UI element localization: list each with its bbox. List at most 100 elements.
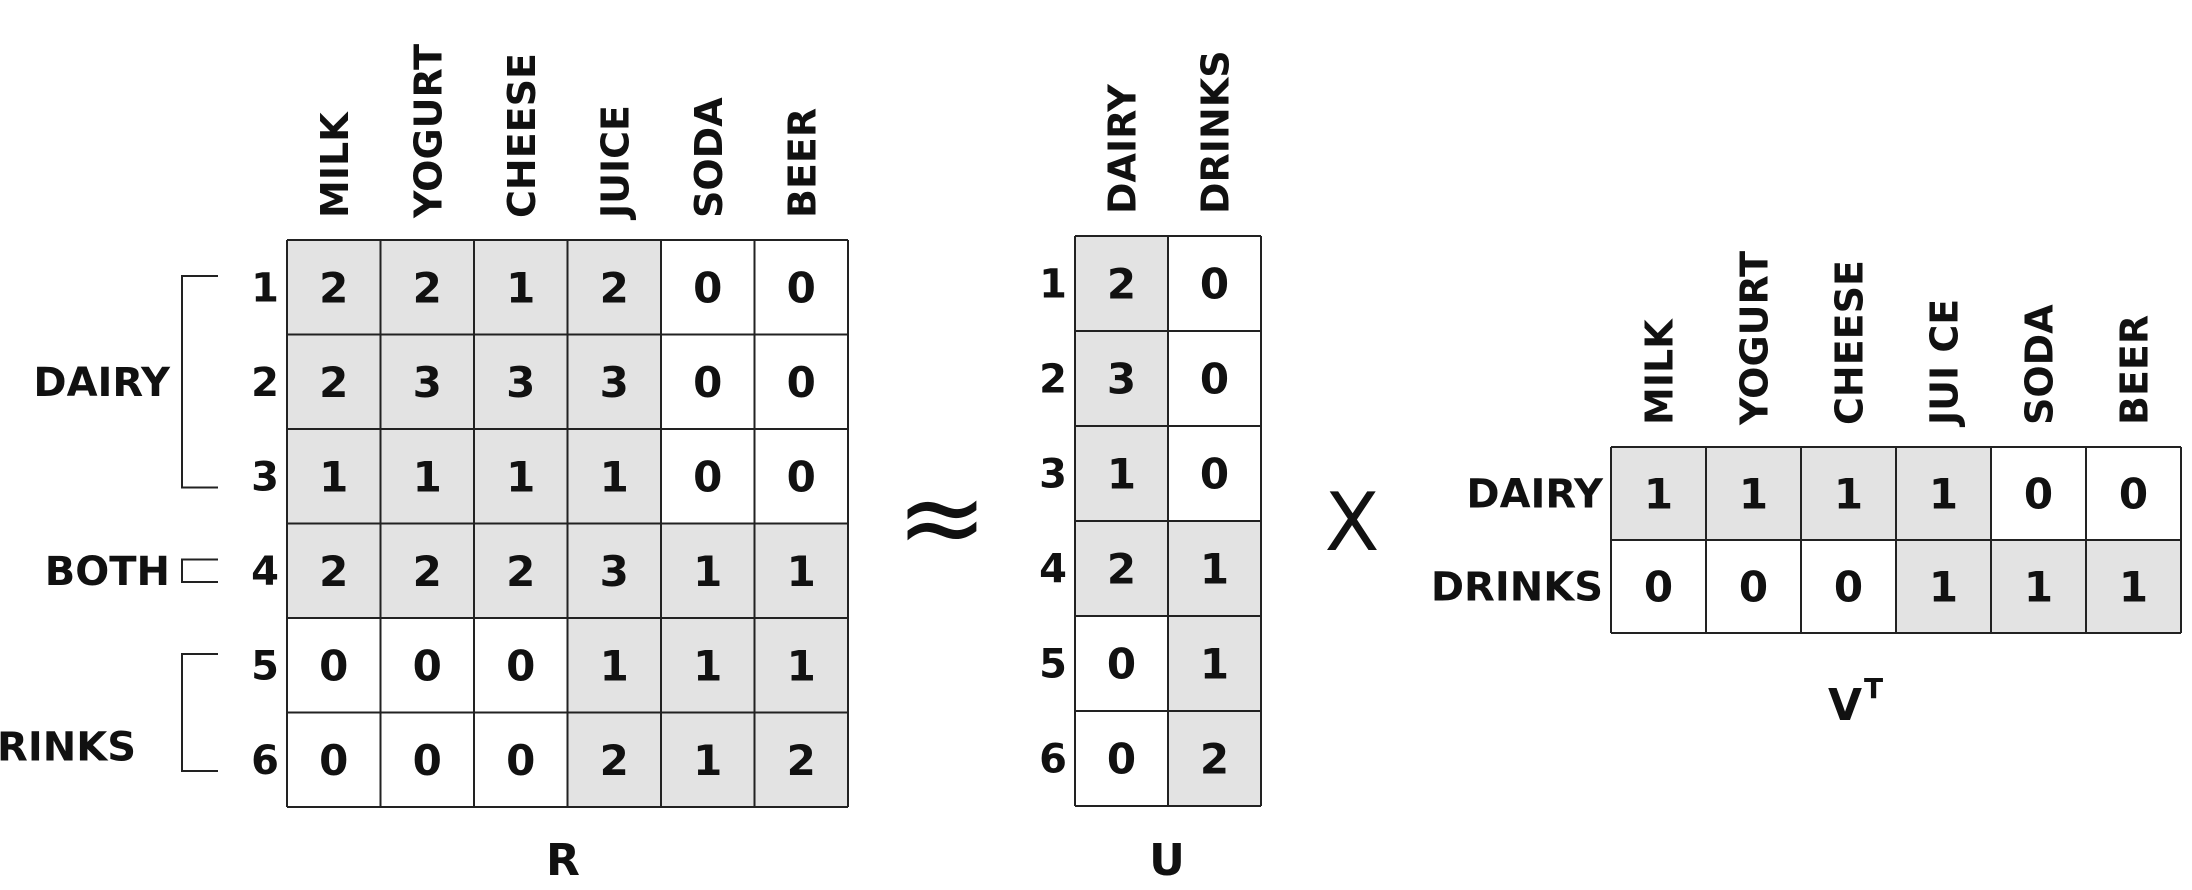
matrix_vt-column-header: MILK	[1638, 318, 1682, 425]
matrix_r-cell-bg	[754, 523, 848, 618]
matrix_r-cell-value: 2	[600, 263, 629, 312]
matrix_r-cell-value: 0	[319, 641, 348, 690]
matrix_r-cell-value: 0	[506, 736, 535, 785]
matrix_r-cell-value: 0	[693, 358, 722, 407]
matrix_vt-cell-bg	[1991, 447, 2086, 540]
matrix_r-column-header: SODA	[687, 97, 731, 218]
matrix_r-cell-value: 2	[319, 358, 348, 407]
matrix_r-cell-bg	[754, 712, 848, 807]
matrix_r-cell-value: 2	[600, 736, 629, 785]
matrix_vt-cell-bg	[1896, 447, 1991, 540]
matrix_u-cell-bg	[1168, 616, 1261, 711]
matrix_r-cell-bg	[380, 618, 474, 713]
group-label: DAIRY	[33, 360, 171, 406]
matrix_r-cell-value: 1	[413, 452, 442, 501]
matrix_vt-cell-bg	[1896, 540, 1991, 633]
matrix_r-cell-bg	[754, 240, 848, 335]
matrix-u-name: U	[1149, 835, 1185, 886]
matrix_r-cell-bg	[661, 712, 755, 807]
matrix_u-column-header: DRINKS	[1194, 50, 1238, 214]
matrix_r-cell-bg	[474, 618, 568, 713]
matrix_vt-cell-value: 1	[1644, 470, 1673, 519]
matrix_r-cell-value: 1	[787, 641, 816, 690]
matrix_r-row-label: 1	[251, 265, 279, 311]
matrix_r-cell-value: 0	[787, 452, 816, 501]
matrix_vt-row-label: DAIRY	[1466, 472, 1604, 518]
matrix_vt-cell-value: 0	[1834, 563, 1863, 612]
matrix_vt-column-header: SODA	[2018, 304, 2062, 425]
matrix_r-cell-bg	[567, 523, 661, 618]
matrix_u-cell-bg	[1168, 711, 1261, 806]
matrix_r-cell-value: 0	[413, 736, 442, 785]
matrix_u-row-label: 2	[1039, 357, 1067, 403]
matrix_r-cell-value: 1	[693, 547, 722, 596]
matrix_r-cell-bg	[661, 523, 755, 618]
matrix_r-column-header: JUICE	[593, 105, 637, 221]
matrix_vt-column-header: YOGURT	[1733, 251, 1777, 426]
matrix_r-row-label: 5	[251, 643, 279, 689]
matrix_vt-column-header: BEER	[2113, 315, 2157, 425]
matrix_u-cell-value: 1	[1200, 640, 1229, 689]
matrix_r-row-label: 4	[251, 549, 279, 595]
matrix_u-cell-value: 0	[1107, 640, 1136, 689]
matrix_r-row-label: 3	[251, 454, 279, 500]
matrix_r-cell-bg	[287, 334, 381, 429]
matrix_u-cell-value: 2	[1200, 735, 1229, 784]
matrix_vt-column-header: CHEESE	[1828, 260, 1872, 425]
matrix_vt-cell-value: 1	[2119, 563, 2148, 612]
matrix_r-cell-value: 0	[693, 263, 722, 312]
matrix-vt-name: V	[1828, 680, 1862, 731]
matrix_vt-cell-value: 0	[1739, 563, 1768, 612]
matrix_r-cell-value: 2	[319, 263, 348, 312]
matrix_r-cell-value: 1	[693, 641, 722, 690]
matrix_vt-cell-bg	[1991, 540, 2086, 633]
matrix_r-cell-bg	[661, 334, 755, 429]
matrix_r-cell-bg	[661, 240, 755, 335]
matrix_r-cell-value: 0	[319, 736, 348, 785]
group-bracket	[181, 558, 218, 583]
matrix_r-cell-value: 0	[693, 452, 722, 501]
matrix_u-row-label: 1	[1039, 262, 1067, 308]
matrix_u-cell-value: 2	[1107, 545, 1136, 594]
matrix_r-cell-value: 1	[506, 263, 535, 312]
matrix_r-cell-value: 1	[600, 452, 629, 501]
matrix-r-name: R	[546, 835, 580, 886]
matrix_vt-cell-bg	[1611, 447, 1706, 540]
matrix_u-row-label: 6	[1039, 737, 1067, 783]
matrix_r-cell-value: 0	[787, 358, 816, 407]
matrix_u-cell-bg	[1168, 521, 1261, 616]
matrix_u-cell-value: 0	[1200, 355, 1229, 404]
matrix_r-cell-value: 0	[787, 263, 816, 312]
matrix_vt-cell-bg	[1611, 540, 1706, 633]
matrix_r-cell-bg	[474, 712, 568, 807]
matrix_u-cell-bg	[1075, 616, 1168, 711]
matrix_u-cell-value: 0	[1200, 260, 1229, 309]
matrix_r-cell-bg	[287, 429, 381, 524]
matrix_r-cell-value: 1	[693, 736, 722, 785]
matrix_r-cell-bg	[474, 334, 568, 429]
matrix_u-cell-bg	[1075, 331, 1168, 426]
group-label: DRINKS	[0, 725, 136, 771]
matrix_r-cell-bg	[287, 712, 381, 807]
matrix_r-cell-bg	[567, 240, 661, 335]
matrix_r-cell-bg	[567, 712, 661, 807]
matrix-vt-superscript: T	[1864, 672, 1883, 705]
matrix_u-cell-value: 2	[1107, 260, 1136, 309]
matrix_r-cell-bg	[474, 523, 568, 618]
matrix_r-cell-bg	[567, 618, 661, 713]
matrix_r-cell-bg	[380, 429, 474, 524]
matrix_vt-cell-value: 1	[2024, 563, 2053, 612]
matrix_r-cell-bg	[287, 240, 381, 335]
matrix_u-cell-bg	[1075, 236, 1168, 331]
matrix_u-cell-value: 0	[1200, 450, 1229, 499]
matrix_r-cell-bg	[287, 523, 381, 618]
matrix_vt-cell-value: 0	[2119, 470, 2148, 519]
matrix_r-cell-value: 2	[506, 547, 535, 596]
matrix_vt-cell-value: 1	[1834, 470, 1863, 519]
matrix_u-cell-value: 3	[1107, 355, 1136, 404]
matrix_u-cell-value: 1	[1200, 545, 1229, 594]
matrix_vt-cell-value: 1	[1929, 470, 1958, 519]
